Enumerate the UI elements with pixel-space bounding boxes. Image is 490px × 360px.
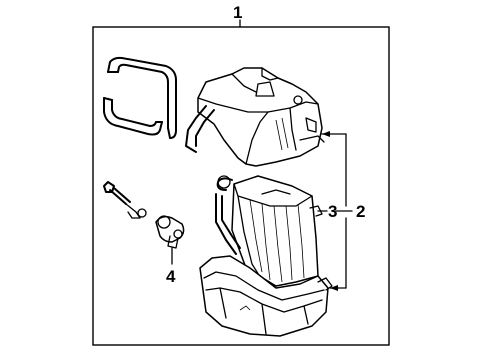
- expansion-valve-bolt: [103, 181, 147, 219]
- seal-gasket: [103, 56, 177, 139]
- evaporator-core: [215, 175, 323, 287]
- diagram-frame: [92, 26, 390, 346]
- upper-case: [185, 67, 325, 167]
- callout-2-label: 2: [356, 202, 365, 221]
- callout-3-label: 3: [328, 202, 337, 221]
- callout-1-label: 1: [233, 3, 242, 22]
- callout-2-3-leaders: [317, 131, 353, 291]
- callout-4-label: 4: [166, 267, 176, 286]
- lower-case: [199, 255, 333, 337]
- expansion-valve: [155, 215, 185, 249]
